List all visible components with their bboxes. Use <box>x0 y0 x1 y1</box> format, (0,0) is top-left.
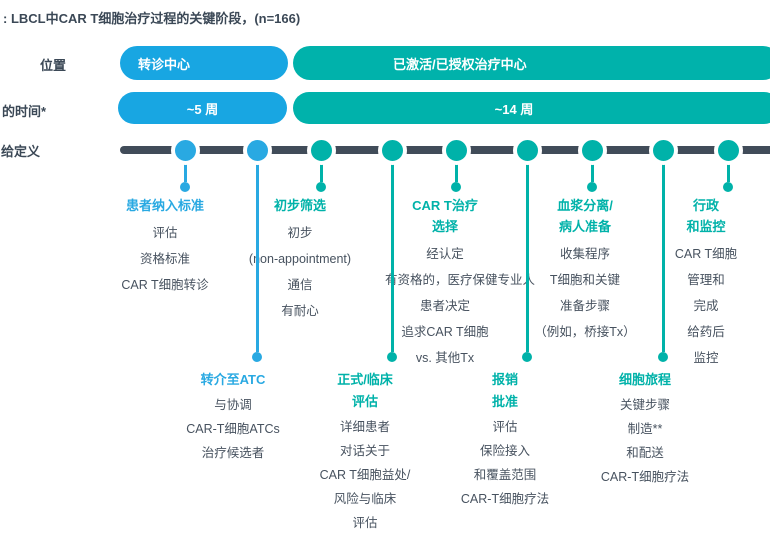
stage-line: 经认定 <box>426 247 464 261</box>
stage-title: 批准 <box>491 394 518 409</box>
stage-line: CAR-T细胞ATCs <box>186 422 280 436</box>
timeline-stem <box>390 150 394 352</box>
timeline-node <box>242 135 272 165</box>
stage-line: 与协调 <box>214 398 252 412</box>
stage-line: CAR-T细胞疗法 <box>600 470 690 484</box>
stage-line: 监控 <box>693 351 719 365</box>
upper-stage-group: 患者纳入标准评估资格标准 CAR T细胞转诊 <box>100 195 230 298</box>
stage-line: 完成 <box>693 299 719 313</box>
stage-line: 风险与临床 <box>333 492 397 506</box>
stage-line: 治疗候选者 <box>201 446 265 460</box>
timeline-connector-dot <box>252 352 262 362</box>
stage-line: CAR T细胞益处/ <box>319 468 411 482</box>
pill-referral-time-label: ~5 周 <box>186 101 219 117</box>
stage-line: 收集程序 <box>559 247 610 261</box>
pill-treatment-time-label: ~14 周 <box>494 101 534 117</box>
upper-stage-group: 初步筛选初步 (non-appointment) 通信有耐心 <box>240 195 360 324</box>
stage-line: 和配送 <box>626 446 664 460</box>
stage-line: T细胞和关键 <box>549 273 621 287</box>
pill-treatment-center: 已激活/已授权治疗中心 <box>293 46 770 80</box>
stage-title: 初步筛选 <box>273 198 326 213</box>
timeline-node <box>441 135 471 165</box>
stage-line: 初步 <box>287 226 313 240</box>
stage-title: 正式/临床 <box>337 372 393 387</box>
timeline-connector-dot <box>180 182 190 192</box>
timeline-node <box>713 135 743 165</box>
stage-title: 病人准备 <box>558 219 611 234</box>
row-label-definitions: 给定义 <box>1 144 41 159</box>
stage-line: 评估 <box>352 516 378 530</box>
stage-line: 详细患者 <box>339 420 390 434</box>
timeline-node <box>306 135 336 165</box>
timeline-node <box>648 135 678 165</box>
stage-line: 管理和 <box>687 273 725 287</box>
stage-line: 对话关于 <box>339 444 390 458</box>
pill-treatment-time: ~14 周 <box>293 92 770 124</box>
stage-line: 通信 <box>287 278 313 292</box>
row-label-time: 的时间* <box>2 104 47 119</box>
stage-line: 保险接入 <box>479 444 530 458</box>
stage-line: vs. 其他Tx <box>415 351 475 365</box>
stage-line: 评估 <box>492 420 518 434</box>
timeline-node <box>170 135 200 165</box>
timeline-connector-dot <box>723 182 733 192</box>
timeline-node <box>377 135 407 165</box>
stage-title: CAR T治疗 <box>412 198 478 213</box>
stage-title: 细胞旅程 <box>618 372 671 387</box>
timeline-stem <box>590 150 594 182</box>
pill-referral-center-label: 转诊中心 <box>138 56 191 72</box>
row-label-location: 位置 <box>40 58 67 73</box>
timeline-connector-dot <box>316 182 326 192</box>
stage-line: 和覆盖范围 <box>473 468 537 482</box>
stage-line: 准备步骤 <box>559 299 610 313</box>
stage-line: 制造** <box>627 422 663 436</box>
stage-line: CAR-T细胞疗法 <box>460 492 550 506</box>
stage-title: 选择 <box>431 219 458 234</box>
stage-line: CAR T细胞转诊 <box>121 278 209 292</box>
timeline-connector-dot <box>658 352 668 362</box>
stage-title: 行政 <box>692 198 719 213</box>
stage-line: 评估 <box>152 226 178 240</box>
timeline-stem <box>525 150 529 352</box>
stage-title: 血浆分离/ <box>557 198 613 213</box>
stage-title: 和监控 <box>686 219 726 234</box>
timeline-stem <box>183 150 187 182</box>
pill-referral-center: 转诊中心 <box>120 46 288 80</box>
upper-stage-group: CAR T治疗选择经认定有资格的，医疗保健专业人患者决定追求CAR T细胞 vs.… <box>385 195 536 371</box>
lower-stage-group: 报销批准评估保险接入和覆盖范围 CAR-T细胞疗法 <box>445 369 565 511</box>
timeline-connector-dot <box>387 352 397 362</box>
pill-treatment-center-label: 已激活/已授权治疗中心 <box>393 56 527 72</box>
upper-stage-group: 行政和监控 CAR T细胞管理和完成给药后监控 <box>650 195 762 371</box>
lower-stage-group: 转介至ATC 与协调 CAR-T细胞ATCs 治疗候选者 <box>170 369 296 465</box>
timeline-connector-dot <box>522 352 532 362</box>
timeline-connector-dot <box>587 182 597 192</box>
stage-line: (non-appointment) <box>248 252 352 266</box>
timeline-node <box>577 135 607 165</box>
upper-stage-group: 血浆分离/病人准备收集程序 T细胞和关键准备步骤 （例如，桥接Tx） <box>530 195 640 345</box>
stage-line: 给药后 <box>687 325 725 339</box>
timeline-stem <box>319 150 323 182</box>
timeline-stem <box>454 150 458 182</box>
stage-title: 评估 <box>351 394 378 409</box>
stage-line: 有耐心 <box>281 304 319 318</box>
stage-title: 转介至ATC <box>200 372 266 387</box>
timeline-connector-dot <box>451 182 461 192</box>
stage-line: （例如，桥接Tx） <box>534 325 636 339</box>
stage-line: 患者决定 <box>419 299 470 313</box>
pill-referral-time: ~5 周 <box>118 92 287 124</box>
timeline-node <box>512 135 542 165</box>
stage-line: 追求CAR T细胞 <box>401 325 489 339</box>
stage-title: 患者纳入标准 <box>125 198 204 213</box>
stage-line: 有资格的，医疗保健专业人 <box>385 273 536 287</box>
timeline-stem <box>661 150 665 352</box>
timeline-stem <box>255 150 259 352</box>
stage-line: 关键步骤 <box>619 398 670 412</box>
timeline-stem <box>726 150 730 182</box>
stage-title: 报销 <box>491 372 518 387</box>
lower-stage-group: 细胞旅程关键步骤制造** 和配送 CAR-T细胞疗法 <box>585 369 705 489</box>
page-title: : LBCL中CAR T细胞治疗过程的关键阶段，(n=166) <box>3 11 301 26</box>
stage-line: 资格标准 <box>139 252 190 266</box>
stage-line: CAR T细胞 <box>674 247 738 261</box>
